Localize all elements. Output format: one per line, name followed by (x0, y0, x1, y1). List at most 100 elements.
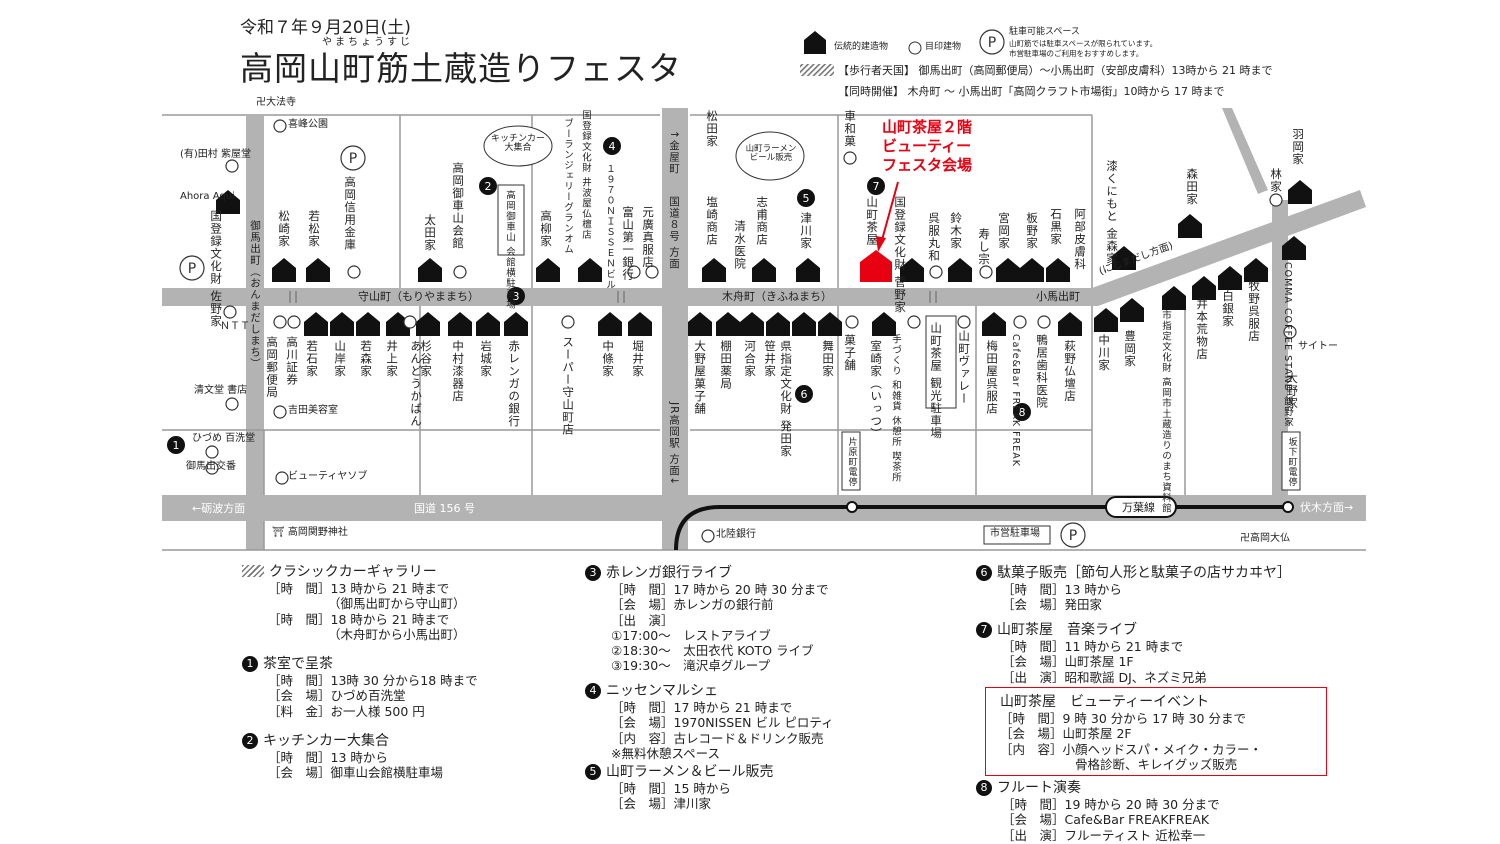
landmark-circle (205, 445, 219, 459)
place-label: 山町ヴァレー (957, 330, 972, 405)
traditional-house-icon (872, 312, 896, 336)
event-title: キッチンカー大集合 (263, 733, 389, 749)
place-label: 阿部皮膚科 (1073, 208, 1088, 271)
place-label: 舞田家 (821, 340, 836, 378)
place-label: 杉谷家 (419, 340, 434, 378)
event-marker-number: 3 (513, 290, 520, 303)
event-line: ③19:30～ 滝沢卓グループ (611, 658, 770, 674)
page-title: 高岡山町筋土蔵造りフェスタ (240, 49, 682, 88)
place-label: 白銀家 (1221, 290, 1236, 328)
traditional-house-icon (996, 258, 1020, 282)
traditional-house-icon (386, 312, 410, 336)
place-label: 菓子舗 (843, 334, 858, 372)
legend-house-icon (804, 31, 826, 54)
event-line: ［出 演］ (611, 612, 674, 628)
traditional-house-icon (1046, 258, 1070, 282)
place-label: 若森家 (359, 340, 374, 378)
landmark-circle (403, 315, 417, 329)
ramen-bubble (735, 131, 805, 181)
place-label: 若石家 (305, 340, 320, 378)
place-label: １９７０ＮＩＳＳＥＮビル (603, 164, 615, 290)
traditional-house-icon (272, 258, 296, 282)
road-kifune (688, 288, 1098, 306)
place-label: 県指定文化財 発田家 (779, 340, 794, 458)
place-label: 赤レンガの銀行 (507, 340, 522, 428)
legend-parking-note1: 山町筋では駐車スペースが限られています。 (1009, 39, 1158, 48)
traditional-houses (216, 180, 1312, 336)
landmark-circle (1283, 325, 1297, 339)
place-label: ビューティヤソブ (288, 471, 368, 482)
street-kokudo156: 国道 156 号 (414, 502, 475, 515)
event-line: ［時 間］11 時から 21 時まで (1002, 639, 1184, 655)
event-line: ［会 場］発田家 (1002, 597, 1103, 613)
event-title: 山町茶屋 ビューティーイベント (1000, 694, 1210, 710)
event-title: クラシックカーギャラリー (269, 564, 437, 580)
place-label: ＮＴＴ (220, 321, 250, 332)
event-line: ［時 間］19 時から 20 時 30 分まで (1002, 797, 1220, 813)
event-line: （御馬出町から守山町） (328, 596, 466, 612)
landmark-circle (273, 405, 287, 419)
pedestrian-notice: 【歩行者天国】 御馬出町（高岡郵便局）～小馬出町（安部皮膚科）13時から 21 … (838, 64, 1273, 77)
city-parking-box (983, 525, 1051, 545)
event-line: （木舟町から小馬出町） (328, 626, 466, 642)
event-line: ［時 間］17 時から 20 時 30 分まで (611, 582, 829, 598)
event-marker-5-icon (797, 189, 815, 207)
place-label: 笹井家 (763, 340, 778, 378)
event-line: ①17:00～ レストアライブ (611, 627, 771, 643)
place-label: 志甫商店 (755, 196, 770, 246)
traditional-house-icon (536, 258, 560, 282)
event-line: ［出 演］フルーティスト 近松幸一 (1002, 827, 1206, 843)
event-marker-2-icon (479, 177, 497, 195)
place-label: 鈴木家 (949, 212, 964, 250)
number-6-icon: 6 (976, 565, 992, 581)
place-label: 市営駐車場 (990, 528, 1040, 539)
street-kifune: 木舟町（きふねまち） (722, 290, 832, 303)
road-moriyama (162, 288, 662, 306)
number-5-icon: 5 (585, 764, 601, 780)
traditional-house-icon (628, 312, 652, 336)
place-label: 元廣真服店 (641, 206, 656, 269)
event-line: ［出 演］昭和歌謡 DJ、ネズミ兄弟 (1002, 669, 1207, 685)
event-line: ※無料休憩スペース (611, 745, 720, 761)
number-3-icon: 3 (585, 565, 601, 581)
landmark-circle (627, 265, 641, 279)
direction-fushiki: 伏木方面→ (1300, 501, 1354, 514)
place-label: 羽岡家 (1291, 128, 1306, 166)
place-label: 宮岡家 (997, 212, 1012, 250)
legend-parking-label: 駐車可能スペース (1009, 27, 1080, 37)
sakashita-station-box (1281, 431, 1301, 491)
landmark-circle (273, 119, 287, 133)
traditional-house-icon (766, 312, 790, 336)
event-title: 赤レンガ銀行ライブ (606, 565, 732, 581)
legend-hatch (800, 64, 834, 76)
event-title: 駄菓子販売［節句人形と駄菓子の店サカヰヤ］ (997, 565, 1291, 581)
number-7-icon: 7 (976, 622, 992, 638)
number-1-icon: 1 (242, 656, 258, 672)
landmark-circle (1269, 193, 1283, 207)
place-label: 山町茶屋 観光駐車場 (929, 322, 944, 440)
place-label: あんどうかばん (409, 340, 424, 428)
traditional-house-icon (1120, 298, 1144, 322)
place-label: 北陸銀行 (716, 529, 756, 540)
kitchen-car-bubble-text: キッチンカー 大集合 (490, 134, 545, 153)
event-line: ［会 場］赤レンガの銀行前 (611, 597, 774, 613)
event-marker-7-icon (867, 177, 885, 195)
katahara-station-box (841, 431, 861, 491)
place-label: 市指定文化財 高岡市土蔵造りのまち資料館 (1159, 310, 1171, 514)
pedestrian-hatch (289, 291, 937, 303)
landmark-circles (205, 119, 1297, 543)
legend-traditional-label: 伝統的建造物 (834, 42, 889, 52)
event-title: ニッセンマルシェ (606, 683, 718, 699)
place-label: 高川証券 (285, 336, 300, 386)
place-label: 豊岡家 (1123, 330, 1138, 368)
road-diagonal (1092, 190, 1366, 306)
place-label: 喜峰公園 (288, 119, 328, 130)
landmark-circle (205, 461, 219, 475)
place-label: 国登録文化財 井波屋仏檀店 (579, 110, 591, 241)
landmark-circle (347, 265, 361, 279)
svg-text:P: P (988, 35, 996, 51)
place-label: 塩崎商店 (705, 196, 720, 246)
